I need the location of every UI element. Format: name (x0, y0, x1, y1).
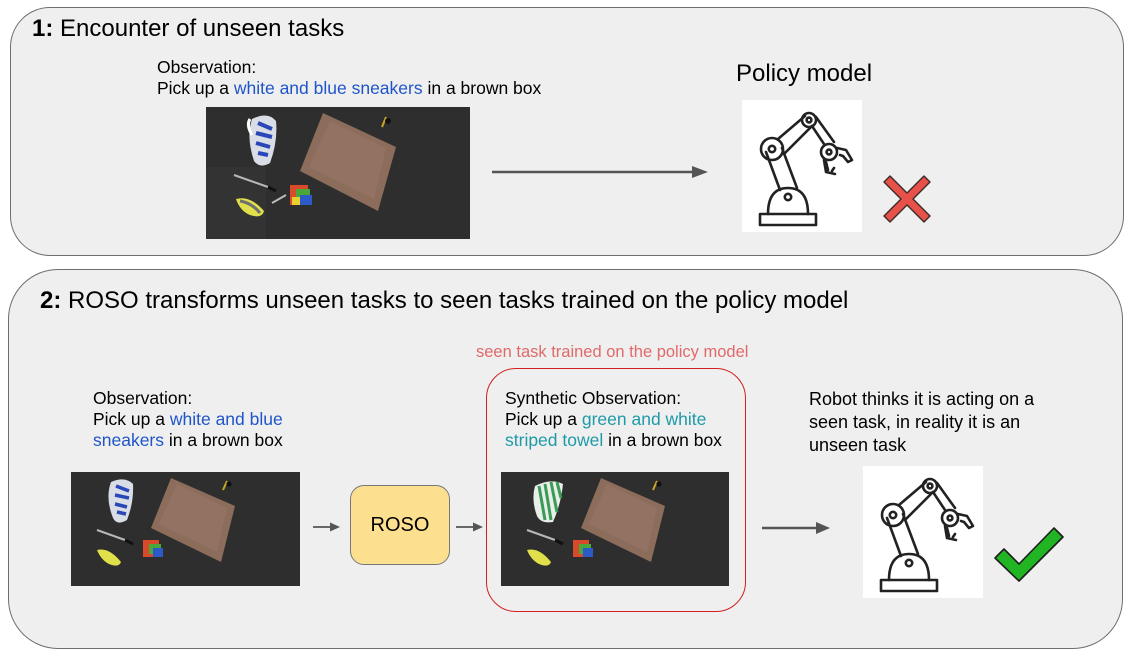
panel2-observation: Observation: Pick up a white and blue sn… (93, 388, 283, 451)
panel1-title-text: Encounter of unseen tasks (60, 15, 345, 42)
success-check-icon (994, 527, 1064, 582)
observation-instruction-line2: sneakers in a brown box (93, 430, 283, 451)
observation-heading: Observation: (93, 388, 193, 408)
instruction-prefix: Pick up a (505, 409, 582, 429)
roso-module: ROSO (350, 485, 450, 565)
robot-arm-icon (863, 466, 983, 598)
instruction-prefix: Pick up a (157, 78, 234, 98)
failure-x-icon (883, 175, 931, 223)
instruction-object-part1: white and blue (169, 409, 283, 429)
towel-shape (533, 481, 563, 523)
arrow-from-roso (456, 522, 483, 532)
instruction-suffix: in a brown box (603, 430, 722, 450)
panel1-number: 1: (32, 15, 54, 42)
instruction-suffix: in a brown box (422, 78, 542, 98)
robot-thought-line2: seen task, in reality it is an (809, 412, 1021, 432)
instruction-suffix: in a brown box (164, 430, 283, 450)
panel2-title: 2: ROSO transforms unseen tasks to seen … (40, 287, 848, 315)
panel1-title: 1: Encounter of unseen tasks (32, 15, 344, 43)
synthetic-heading: Synthetic Observation: (505, 388, 682, 408)
instruction-object-part2: sneakers (93, 430, 165, 450)
sneaker-shape (246, 115, 277, 166)
panel-encounter (10, 7, 1124, 256)
synthetic-observation: Synthetic Observation: Pick up a green a… (505, 388, 722, 451)
panel1-observation: Observation: Pick up a white and blue sn… (157, 57, 541, 99)
arrow-to-policy (492, 166, 708, 178)
panel2-number: 2: (40, 287, 62, 314)
robot-thought-line1: Robot thinks it is acting on a (809, 389, 1035, 409)
observation-heading: Observation: (157, 57, 257, 77)
seen-task-frame (486, 368, 746, 612)
synthetic-object-part2: striped towel (505, 430, 604, 450)
panel2-title-text: ROSO transforms unseen tasks to seen tas… (68, 287, 849, 314)
arrow-to-robot (762, 522, 830, 534)
synthetic-instruction-line1: Pick up a green and white (505, 409, 722, 430)
robot-arm-icon (742, 100, 862, 232)
policy-model-label: Policy model (736, 60, 873, 87)
instruction-object: white and blue sneakers (233, 78, 423, 98)
scene-image-towel-synthetic (501, 472, 729, 586)
scene-image-sneakers-original (71, 472, 300, 586)
scene-image-sneakers (206, 107, 470, 239)
observation-instruction: Pick up a white and blue sneakers in a b… (157, 78, 541, 99)
synthetic-instruction-line2: striped towel in a brown box (505, 430, 722, 451)
synthetic-object-part1: green and white (581, 409, 707, 429)
observation-instruction-line1: Pick up a white and blue (93, 409, 283, 430)
roso-label: ROSO (370, 513, 430, 536)
brown-box-shape (300, 113, 396, 211)
instruction-prefix: Pick up a (93, 409, 170, 429)
robot-thought-text: Robot thinks it is acting on a seen task… (809, 388, 1034, 457)
seen-task-label: seen task trained on the policy model (476, 343, 749, 361)
robot-thought-line3: unseen task (809, 435, 907, 455)
arrow-to-roso (313, 522, 340, 532)
